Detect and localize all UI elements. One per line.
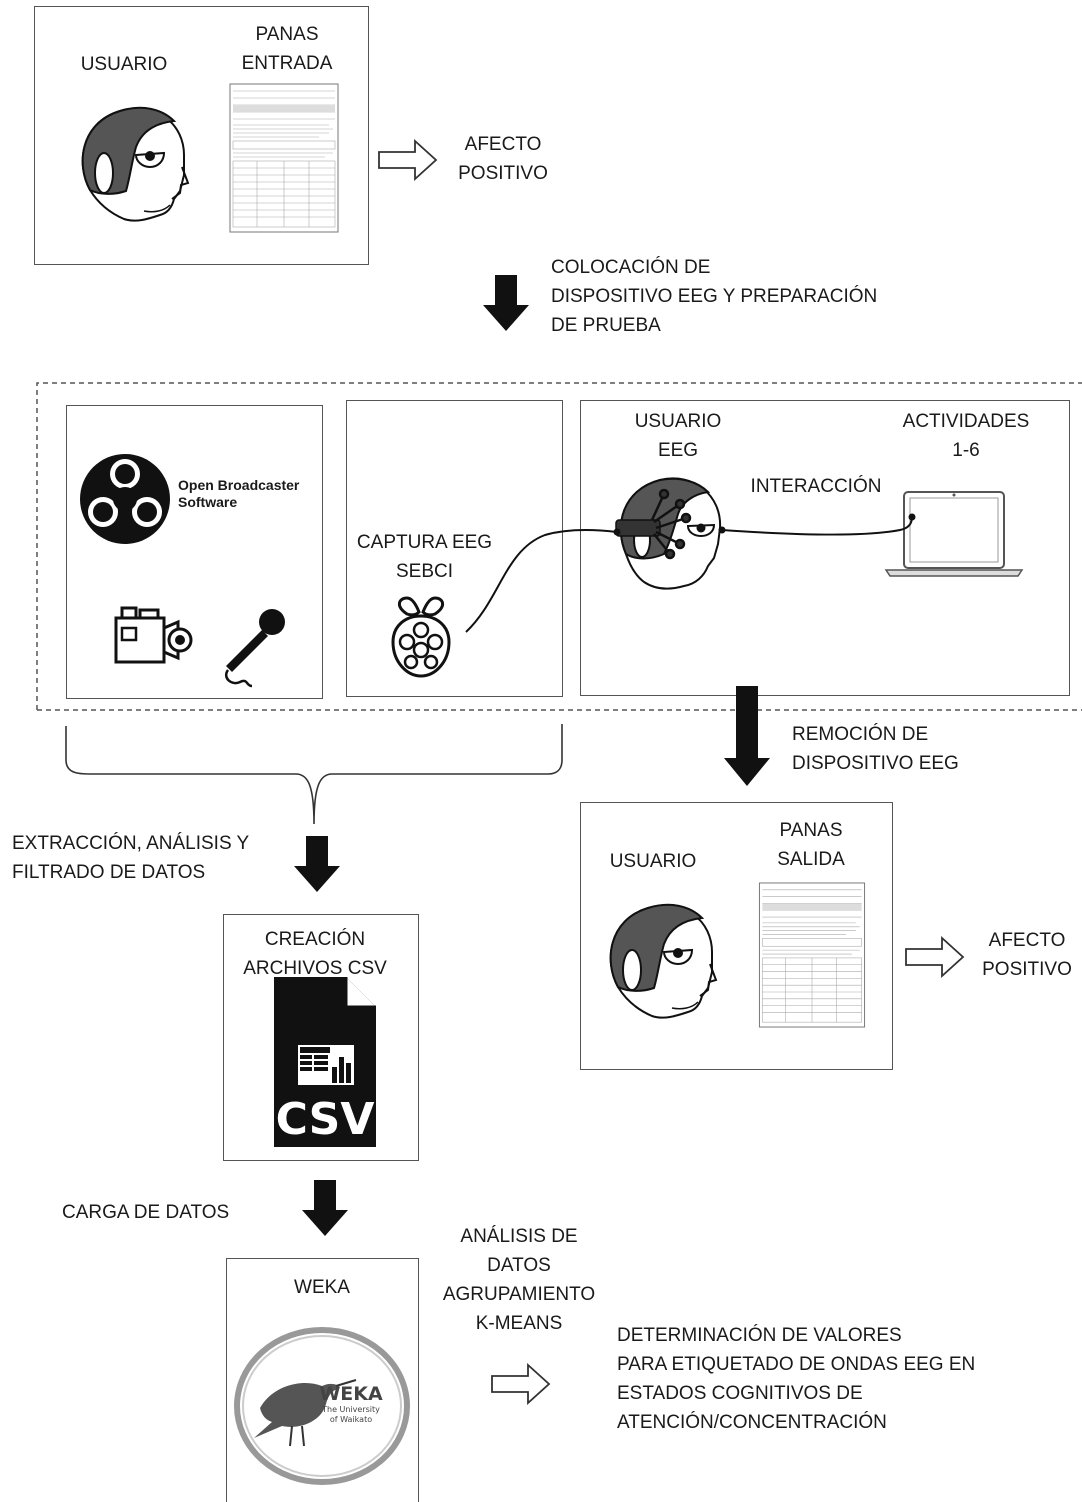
down-arrow-icon	[294, 836, 340, 892]
video-camera-icon	[114, 606, 193, 664]
microphone-icon	[224, 609, 285, 688]
obs-logo-icon	[80, 454, 170, 544]
hollow-arrow-right-icon	[378, 138, 438, 182]
down-arrow-icon	[483, 275, 529, 331]
capture-region-border	[36, 382, 1082, 711]
down-arrow-icon	[724, 686, 770, 786]
raspberry-pi-icon	[391, 596, 451, 678]
laptop-icon	[884, 491, 1024, 577]
usuario-label-salida: USUARIO	[609, 851, 697, 872]
hollow-arrow-right-icon	[491, 1362, 551, 1406]
panas-form-icon	[758, 882, 866, 1028]
weka-logo-icon	[234, 1327, 410, 1485]
down-arrow-icon	[302, 1180, 348, 1236]
eeg-user-head-icon	[615, 477, 722, 590]
hollow-arrow-right-icon	[905, 935, 965, 979]
csv-file-icon	[274, 977, 376, 1147]
weka-title-label: WEKA	[294, 1277, 350, 1298]
interaccion-label: INTERACCIÓN	[750, 476, 882, 497]
user-head-icon	[609, 903, 718, 1019]
csv-file-label: CSV	[275, 1094, 375, 1145]
carga-step-label: CARGA DE DATOS	[62, 1202, 230, 1223]
weka-logo-text: WEKA The University of Waikato	[319, 1383, 383, 1425]
usuario-label-entrada: USUARIO	[80, 54, 168, 75]
obs-panel	[66, 405, 323, 699]
panas-form-icon	[229, 83, 339, 233]
user-head-icon	[81, 106, 190, 222]
